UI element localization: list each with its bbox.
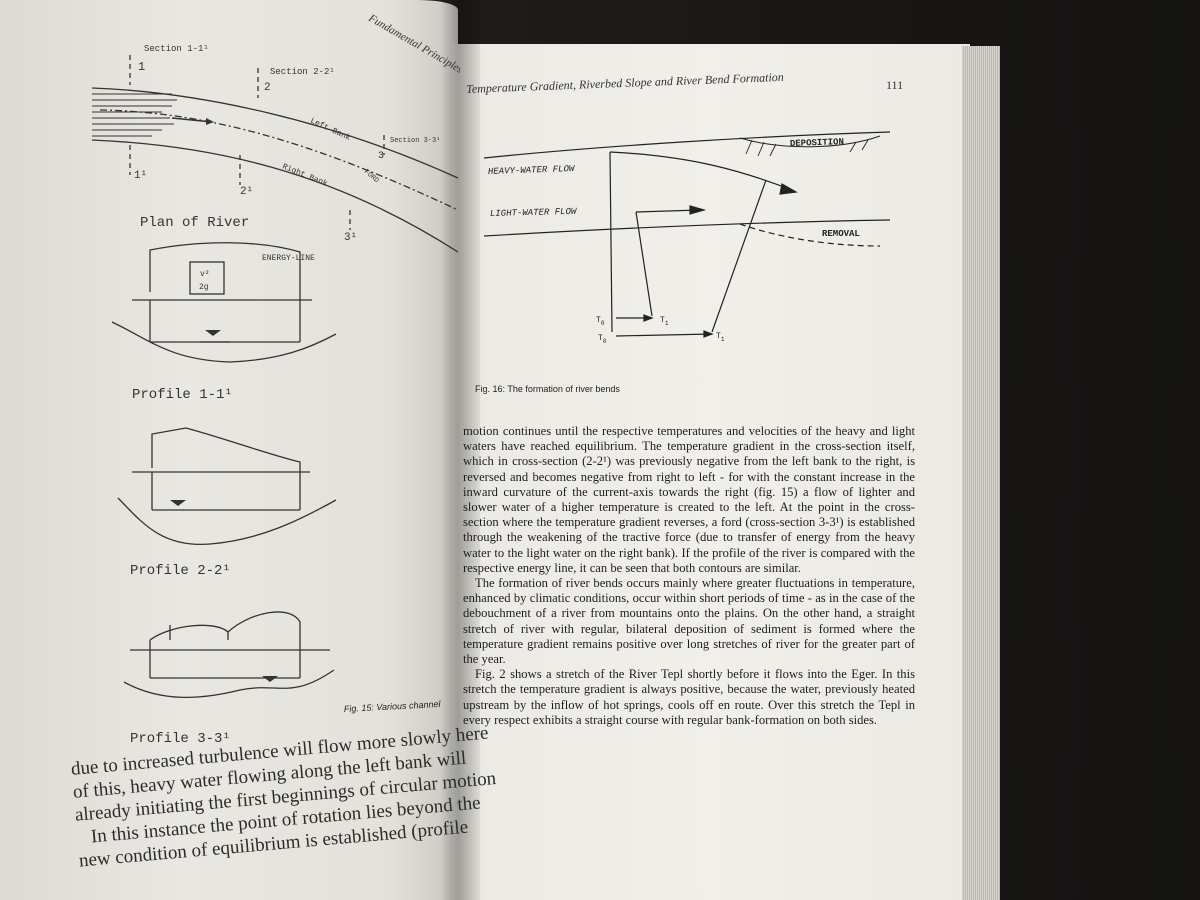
fig16-caption: Fig. 16: The formation of river bends [475,384,620,394]
profile-2-bed [117,497,337,545]
heavy-drop-line [609,151,613,333]
light-water-flow-label: LIGHT-WATER FLOW [490,207,578,219]
profile-1-bed [111,321,337,363]
plan-left-bank [91,87,459,179]
profile-2-box [151,472,301,511]
oblique-line [711,179,767,333]
v2-label: v² [200,270,210,279]
page-number: 111 [886,78,904,92]
body-text: motion continues until the respective te… [463,424,915,728]
page-edges [962,46,1000,900]
section-2b-mark: 2¹ [240,186,253,198]
section-3-mark: 3 [378,151,384,162]
paragraph: The formation of river bends occurs main… [463,576,915,667]
fig16-diagram: DEPOSITION HEAVY-WATER FLOW LIGHT-WATER … [483,131,891,345]
profile-2-label: Profile 2-2¹ [130,563,231,579]
light-drop-line [635,211,653,317]
fig15-diagram: Section 1-1¹ 1 1¹ Section 2-2¹ 2 2¹ Sect… [91,12,460,747]
energy-line-label: ENERGY-LINE [262,254,315,263]
fig15-caption: Fig. 15: Various channel [344,699,442,714]
profile-2-energy-line [151,427,301,472]
t1-upper-label: T1 [660,316,669,327]
section-1b-mark: 1¹ [134,170,147,182]
section-3-line [349,135,385,230]
profile-3-water-line [149,640,301,679]
removal-label: REMOVAL [822,229,860,239]
section-1-mark: 1 [138,60,145,74]
section-3b-mark: 3¹ [344,232,357,244]
light-flow-arrow [635,209,701,213]
t0-upper-label: T0 [596,316,605,327]
t1-lower-label: T1 [716,332,725,343]
plan-axis [99,109,459,211]
removal-dashed [739,223,881,247]
section-2-mark: 2 [264,82,271,94]
plan-hatching [92,93,177,137]
profile-3-bed [123,669,335,698]
section-3-label: Section 3-3¹ [390,137,440,145]
left-page [0,0,458,900]
v2g-box [189,261,225,295]
heavy-flow-curve [609,151,793,191]
profile-1-energy-line [149,242,301,300]
section-1-label: Section 1-1¹ [144,44,209,54]
profile-3-label: Profile 3-3¹ [130,731,231,747]
t0-t1-lower [615,333,713,337]
bottom-bank-line [483,219,891,237]
paragraph: motion continues until the respective te… [463,424,915,575]
t0-lower-label: T0 [598,334,607,345]
flow-arrow [171,117,213,123]
deposition-hatch [739,135,881,148]
profile-1-label: Profile 1-1¹ [132,387,233,403]
heavy-water-flow-label: HEAVY-WATER FLOW [488,164,576,177]
plan-right-bank [91,139,459,253]
deposition-label: DEPOSITION [790,137,844,149]
right-page [452,44,970,900]
profile-3-energy-line [149,611,301,641]
section-2-label: Section 2-2¹ [270,67,335,77]
top-bank-line [483,131,891,159]
2g-label: 2g [199,283,209,292]
book-gutter [440,0,480,900]
section-2-line [239,68,259,185]
paragraph: Fig. 2 shows a stretch of the River Tepl… [463,667,915,727]
plan-of-river-label: Plan of River [140,215,249,231]
